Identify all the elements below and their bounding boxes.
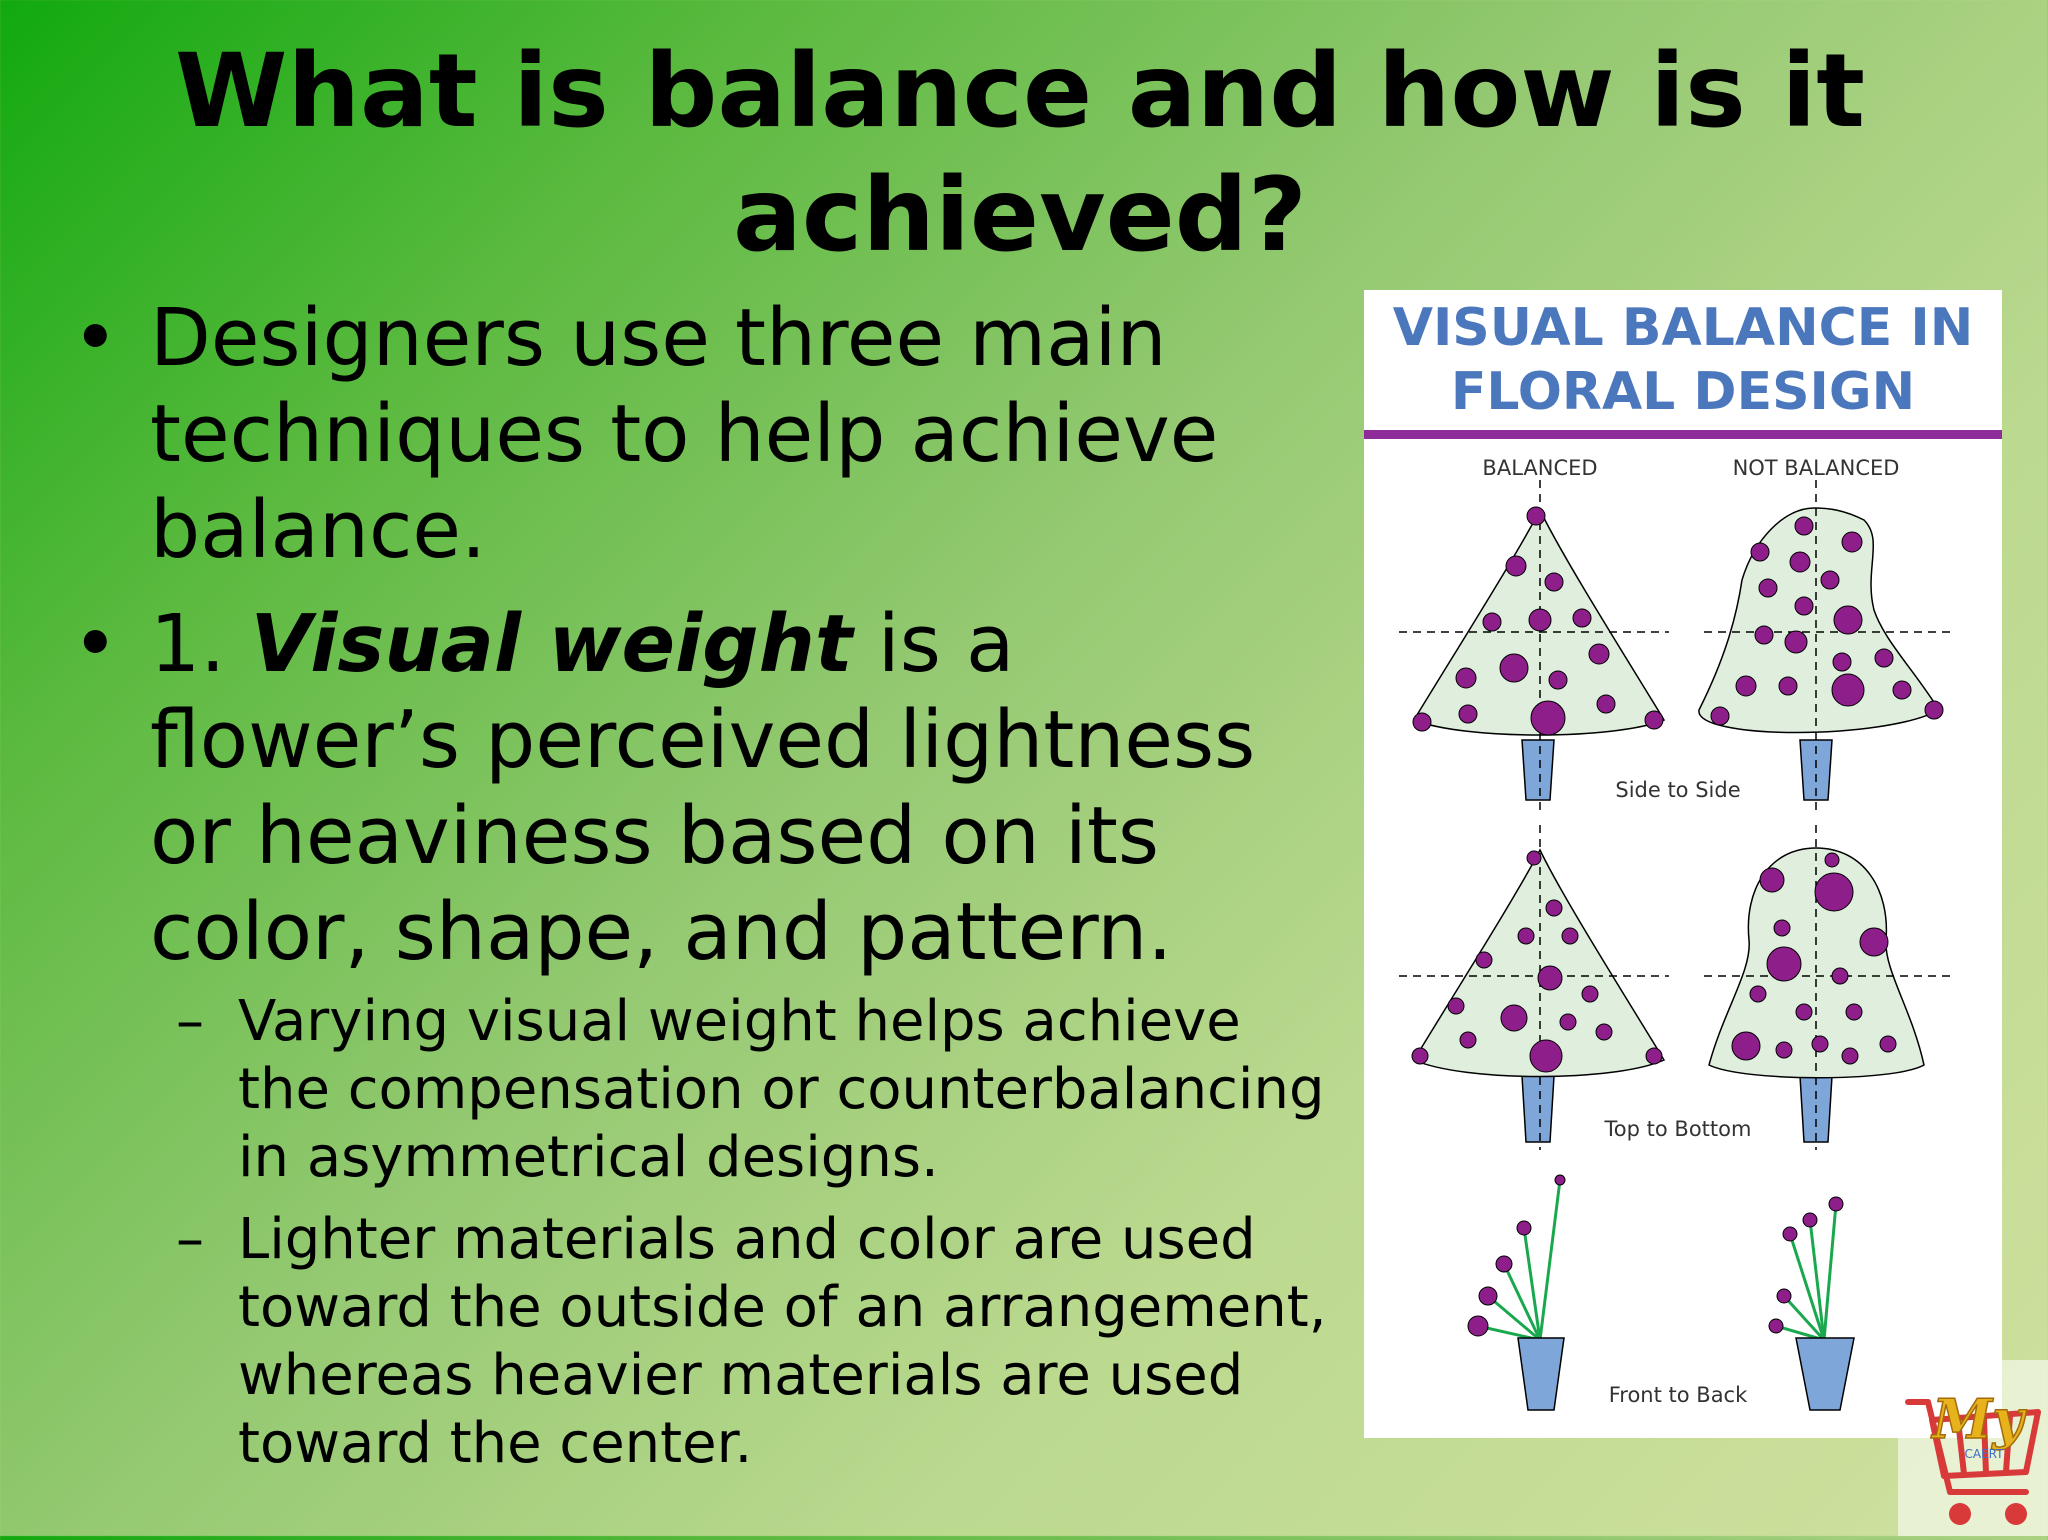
sub-bullet-varying: – Varying visual weight helps achieve th…: [176, 988, 1348, 1192]
bullet-text: Designers use three main techniques to h…: [150, 292, 1219, 576]
label-balanced: BALANCED: [1482, 456, 1597, 480]
sub-bullet-text: Lighter materials and color are used tow…: [238, 1207, 1327, 1476]
bullet-text: is a flower’s perceived lightness or hea…: [150, 598, 1256, 978]
bullet-dot: •: [72, 598, 119, 690]
label-side-to-side: Side to Side: [1615, 778, 1740, 802]
not-balanced-arrangement-front: [1768, 1196, 1855, 1411]
sub-bullet-dash: –: [176, 989, 204, 1054]
bullet-dot: •: [72, 292, 119, 384]
term-visual-weight: Visual weight: [250, 598, 853, 690]
cart-icon: My CAERT: [1898, 1360, 2048, 1536]
sub-bullet-text: Varying visual weight helps achieve the …: [238, 989, 1325, 1190]
illustration-title: VISUAL BALANCE IN FLORAL DESIGN: [1392, 298, 1974, 422]
logo-text: My: [1930, 1387, 2027, 1451]
mycaert-cart-logo: My CAERT: [1898, 1360, 2048, 1536]
not-balanced-tree-side: [1698, 480, 1954, 810]
not-balanced-tree-top: [1704, 825, 1954, 1150]
label-front-to-back: Front to Back: [1609, 1383, 1748, 1407]
bullet-techniques: • Designers use three main techniques to…: [72, 290, 1310, 578]
floral-diagram: BALANCED NOT BALANCED Side to Side Top t…: [1399, 456, 1954, 1411]
slide-title: What is balance and how is it achieved?: [174, 32, 1866, 275]
bullet-number: 1.: [150, 598, 251, 690]
title-divider: [1364, 430, 2002, 439]
bullet-visual-weight: • 1. Visual weight is a flower’s perceiv…: [72, 596, 1310, 980]
label-not-balanced: NOT BALANCED: [1733, 456, 1900, 480]
sub-bullet-lighter: – Lighter materials and color are used t…: [176, 1206, 1348, 1478]
label-top-to-bottom: Top to Bottom: [1604, 1117, 1752, 1141]
balance-illustration: VISUAL BALANCE IN FLORAL DESIGN BALANCED…: [1364, 290, 2002, 1438]
sub-bullet-dash: –: [176, 1207, 204, 1272]
logo-subtext: CAERT: [1965, 1447, 2005, 1461]
balanced-tree-side: [1399, 480, 1669, 810]
balanced-tree-top: [1399, 825, 1669, 1150]
balanced-arrangement-front: [1467, 1174, 1566, 1411]
